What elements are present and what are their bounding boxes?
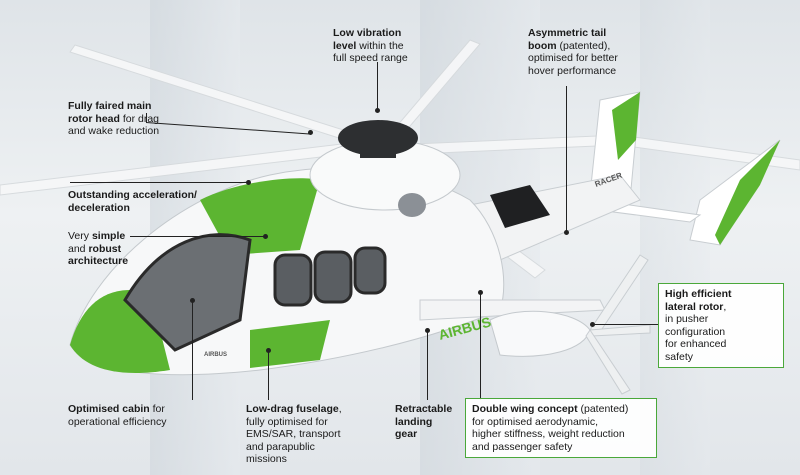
cabin-window — [313, 250, 353, 304]
leader-dot — [478, 290, 483, 295]
lateral-rotor-blades — [585, 254, 651, 395]
leader-line — [268, 350, 269, 400]
callout-fuselage: Low-drag fuselage, fully optimised for E… — [246, 403, 342, 465]
leader-dot — [246, 180, 251, 185]
leader-line — [480, 292, 481, 400]
leader-line — [130, 236, 265, 237]
callout-landing-gear: Retractable landing gear — [395, 403, 453, 440]
leader-dot — [590, 322, 595, 327]
leader-dot — [308, 130, 313, 135]
engine-intake — [398, 193, 426, 217]
side-stripe-green — [250, 320, 330, 368]
callout-vibration: Low vibration level within the full spee… — [333, 27, 408, 64]
leader-dot — [190, 298, 195, 303]
leader-line — [566, 86, 567, 232]
tail-fin-green — [612, 92, 640, 160]
leader-dot — [564, 230, 569, 235]
leader-dot — [375, 108, 380, 113]
leader-dot — [263, 234, 268, 239]
callout-rotor-head: Fully faired main rotor head for drag an… — [68, 100, 160, 137]
exhaust — [490, 185, 550, 228]
callout-cabin: Optimised cabin for operational efficien… — [68, 403, 167, 428]
callout-lateral-rotor: High efficient lateral rotor, in pusher … — [658, 283, 784, 368]
pusher-nacelle — [489, 310, 591, 357]
cabin-window — [353, 246, 387, 295]
leader-line — [592, 324, 658, 325]
callout-acceleration: Outstanding acceleration/ deceleration — [68, 189, 197, 214]
cabin-window — [273, 253, 313, 307]
door-branding: AIRBUS — [204, 352, 227, 358]
leader-dot — [266, 348, 271, 353]
callout-double-wing: Double wing concept (patented) for optim… — [465, 398, 657, 458]
callout-tail-boom: Asymmetric tail boom (patented), optimis… — [528, 27, 618, 77]
leader-line — [70, 182, 248, 183]
leader-line — [192, 300, 193, 400]
leader-line — [146, 113, 147, 123]
leader-line — [427, 330, 428, 400]
rotor-head — [338, 120, 418, 158]
tail-fin-right-green — [715, 140, 780, 245]
leader-dot — [425, 328, 430, 333]
callout-simple-architecture: Very simple and robust architecture — [68, 230, 129, 267]
leader-line — [377, 62, 378, 110]
